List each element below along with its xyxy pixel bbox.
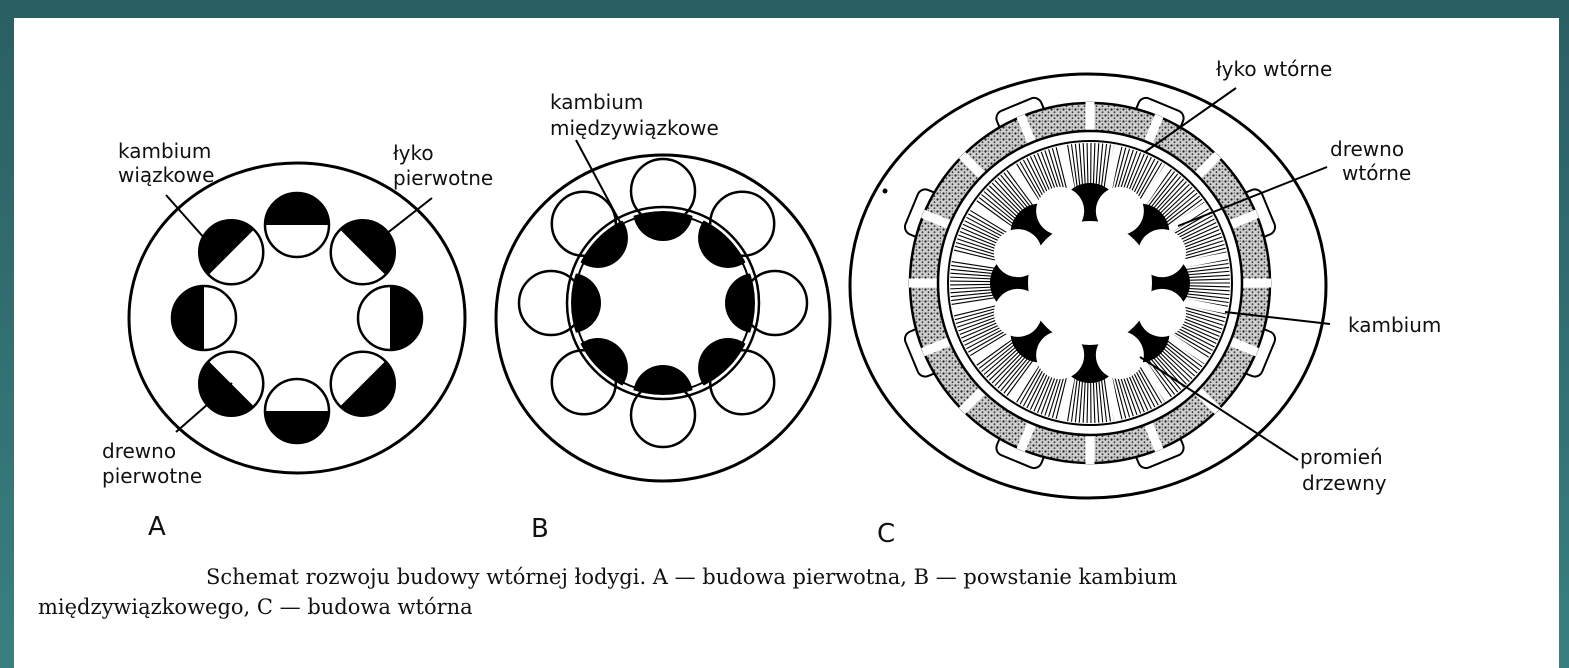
- panel-a-primary-structure: [129, 163, 465, 473]
- label-a-lyko-pierwotne-1: łyko: [393, 141, 434, 165]
- pith-notch: [1138, 229, 1186, 277]
- vascular-bundle: [199, 220, 263, 284]
- vascular-bundle: [331, 220, 395, 284]
- vascular-bundle: [265, 379, 329, 443]
- panel-letter-a: A: [148, 512, 166, 542]
- pith-notch: [994, 229, 1042, 277]
- pith: [1028, 221, 1152, 345]
- label-c-drewno-wtorne-1: drewno: [1330, 137, 1404, 161]
- pith-notch: [994, 289, 1042, 337]
- caption-line-1: Schemat rozwoju budowy wtórnej łodygi. A…: [38, 562, 1538, 592]
- label-a-drewno-pierwotne-1: drewno: [102, 439, 176, 463]
- vascular-bundle: [358, 286, 422, 350]
- vascular-bundle: [172, 286, 236, 350]
- label-c-promien-2: drzewny: [1302, 471, 1387, 495]
- label-a-drewno-pierwotne-2: pierwotne: [102, 464, 202, 488]
- panel-letter-c: C: [877, 519, 895, 549]
- panel-b-interfascicular-cambium: [496, 140, 830, 481]
- label-c-lyko-wtorne: łyko wtórne: [1216, 57, 1332, 81]
- pith-primary-xylem-c: [990, 183, 1190, 383]
- label-a-lyko-pierwotne-2: pierwotne: [393, 166, 493, 190]
- label-a-kambium-wiazkowe-1: kambium: [118, 139, 211, 163]
- pith-notch: [1036, 187, 1084, 235]
- pith-notch: [1096, 331, 1144, 379]
- label-b-kambium-2: międzywiązkowe: [550, 116, 719, 140]
- label-c-drewno-wtorne-2: wtórne: [1342, 161, 1411, 185]
- pith-notch: [1138, 289, 1186, 337]
- figure-caption: Schemat rozwoju budowy wtórnej łodygi. A…: [38, 562, 1538, 622]
- panel-letter-b: B: [531, 514, 549, 544]
- caption-line-2: międzywiązkowego, C — budowa wtórna: [38, 592, 1538, 622]
- label-b-kambium-1: kambium: [550, 90, 643, 114]
- vascular-bundle: [331, 352, 395, 416]
- pith-notch: [1096, 187, 1144, 235]
- vascular-bundle: [265, 193, 329, 257]
- vascular-bundles-b: [519, 159, 807, 447]
- speck-c: [883, 189, 888, 194]
- label-c-kambium: kambium: [1348, 313, 1441, 337]
- label-a-kambium-wiazkowe-2: wiązkowe: [118, 163, 214, 187]
- panel-c-secondary-structure: [850, 74, 1330, 498]
- pith-notch: [1036, 331, 1084, 379]
- label-c-promien-1: promień: [1300, 445, 1383, 469]
